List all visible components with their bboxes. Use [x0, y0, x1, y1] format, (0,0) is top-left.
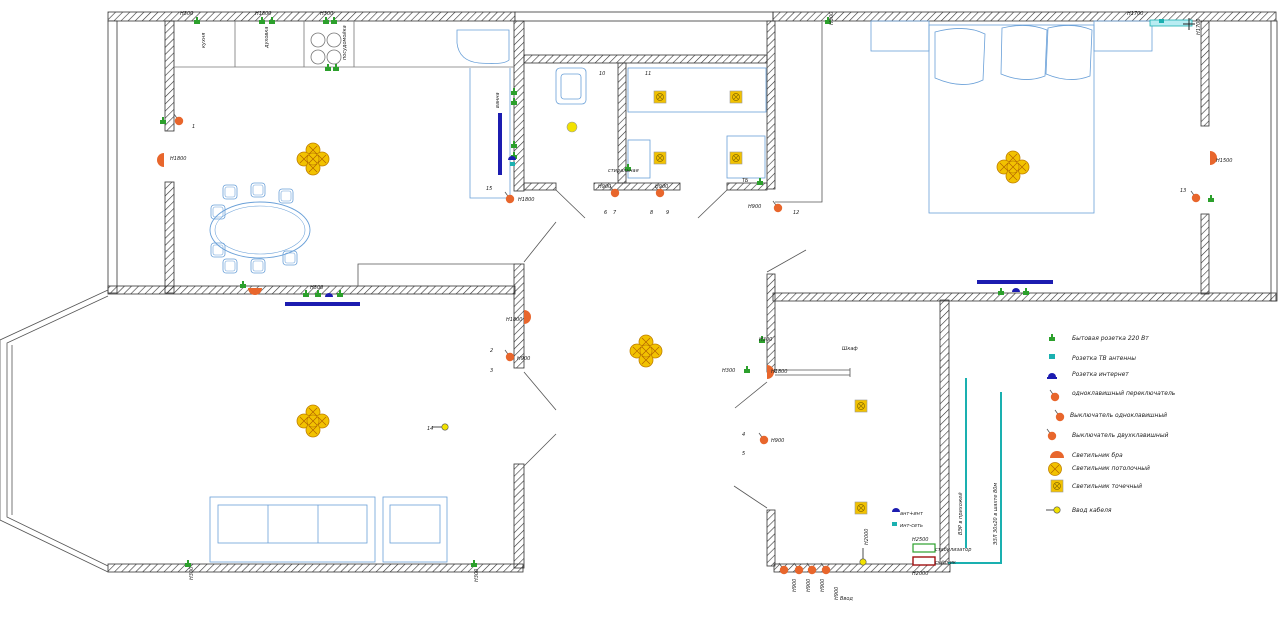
svg-text:H300: H300 [189, 567, 195, 580]
kitchen-counter [174, 21, 514, 199]
spot-lights [566, 90, 868, 515]
sofa-set [209, 496, 448, 563]
svg-text:H2000: H2000 [912, 571, 928, 577]
svg-text:H300: H300 [759, 337, 772, 343]
svg-text:H1800: H1800 [255, 11, 271, 17]
svg-text:H300: H300 [722, 368, 735, 374]
svg-text:H900: H900 [748, 204, 761, 210]
legend: Бытовая розетка 220 Вт Розетка TB антенн… [1046, 334, 1176, 514]
svg-text:счётчик: счётчик [935, 560, 956, 566]
svg-text:14: 14 [427, 426, 433, 432]
svg-text:11: 11 [645, 71, 651, 77]
svg-text:ЭЗЛ 30x20 в шахте 80м: ЭЗЛ 30x20 в шахте 80м [993, 483, 999, 546]
svg-text:8: 8 [650, 210, 653, 216]
legend-tv-label: Розетка TB антенны [1072, 355, 1136, 362]
legend-cable-label: Ввод кабеля [1072, 507, 1112, 514]
svg-text:9: 9 [666, 210, 669, 216]
ceiling-light-hall [629, 334, 663, 368]
svg-text:6: 6 [604, 210, 607, 216]
legend-sw3-label: Выключатель двухклавишный [1072, 432, 1169, 439]
legend-sw2-label: Выключатель одноклавишный [1070, 412, 1167, 419]
svg-text:15: 15 [486, 186, 492, 192]
ceiling-light-living [296, 404, 330, 438]
svg-text:H300: H300 [180, 11, 193, 17]
svg-text:ВЭР в прихожей: ВЭР в прихожей [958, 492, 964, 535]
bed [870, 20, 1153, 214]
svg-text:3: 3 [490, 368, 493, 374]
legend-socket-label: Бытовая розетка 220 Вт [1072, 335, 1149, 342]
svg-text:ант+инт: ант+инт [900, 511, 924, 517]
svg-text:4: 4 [742, 432, 745, 438]
svg-text:H900: H900 [806, 579, 812, 592]
bay-window [0, 289, 109, 573]
svg-text:H900: H900 [834, 587, 840, 600]
legend-spot-label: Светильник точечный [1072, 483, 1142, 490]
svg-text:H900: H900 [517, 356, 530, 362]
svg-text:5: 5 [742, 451, 745, 457]
svg-text:H300: H300 [320, 11, 333, 17]
electrical-panels [912, 543, 936, 566]
cable-entries [432, 18, 1195, 566]
annotations: H1800 H900 H900 H900 H1800 H900 H300 H18… [170, 11, 1232, 602]
svg-text:H300: H300 [829, 12, 835, 25]
bathroom-fixtures [555, 67, 767, 179]
svg-text:H1800: H1800 [771, 369, 787, 375]
svg-text:H900: H900 [655, 184, 668, 190]
dining-set [209, 182, 311, 274]
svg-text:H2000: H2000 [864, 529, 870, 545]
svg-text:ТБ: ТБ [742, 178, 749, 184]
svg-text:H900: H900 [792, 579, 798, 592]
ceiling-light-kitchen [296, 142, 330, 176]
svg-text:H1700: H1700 [1127, 11, 1143, 17]
svg-text:духовка: духовка [264, 27, 270, 49]
legend-sw1-label: одноклавишный переключатель [1072, 390, 1176, 397]
svg-text:1: 1 [192, 124, 195, 130]
svg-text:Шкаф: Шкаф [842, 346, 858, 352]
svg-text:H900: H900 [771, 438, 784, 444]
svg-text:стабилизатор: стабилизатор [935, 547, 971, 553]
tv-net-sockets [325, 19, 1164, 526]
svg-text:12: 12 [793, 210, 799, 216]
wall-lights [157, 151, 1217, 379]
ceiling-light-bedroom [996, 150, 1030, 184]
svg-text:2: 2 [490, 348, 493, 354]
svg-text:инт-сеть: инт-сеть [900, 523, 923, 529]
tv-strips [285, 113, 1053, 306]
svg-text:7: 7 [613, 210, 617, 216]
svg-text:посудомойка: посудомойка [342, 25, 348, 60]
svg-text:H300: H300 [474, 569, 480, 582]
legend-ceil-label: Светильник потолочный [1072, 465, 1150, 472]
svg-text:стиральная: стиральная [608, 168, 639, 174]
svg-text:H900: H900 [820, 579, 826, 592]
svg-text:ванна: ванна [495, 92, 501, 108]
risers [948, 19, 1193, 564]
door-lines [357, 22, 851, 509]
svg-text:кухня: кухня [201, 33, 207, 48]
legend-bra-label: Светильник бра [1072, 452, 1123, 459]
svg-text:H1700: H1700 [1196, 19, 1202, 35]
legend-net-label: Розетка интернет [1072, 371, 1129, 378]
svg-text:H300: H300 [310, 285, 323, 291]
svg-text:H1800: H1800 [518, 197, 534, 203]
svg-text:13: 13 [1180, 188, 1186, 194]
walls [107, 11, 1278, 573]
svg-text:H1500: H1500 [1216, 158, 1232, 164]
riser-labels: ВЭР в прихожей ЭЗЛ 30x20 в шахте 80м кух… [189, 12, 1202, 600]
svg-text:Ввод: Ввод [840, 596, 853, 602]
svg-text:10: 10 [599, 71, 605, 77]
svg-text:H1800: H1800 [506, 317, 522, 323]
svg-text:H900: H900 [598, 184, 611, 190]
svg-text:H1800: H1800 [170, 156, 186, 162]
svg-text:H2500: H2500 [912, 537, 928, 543]
